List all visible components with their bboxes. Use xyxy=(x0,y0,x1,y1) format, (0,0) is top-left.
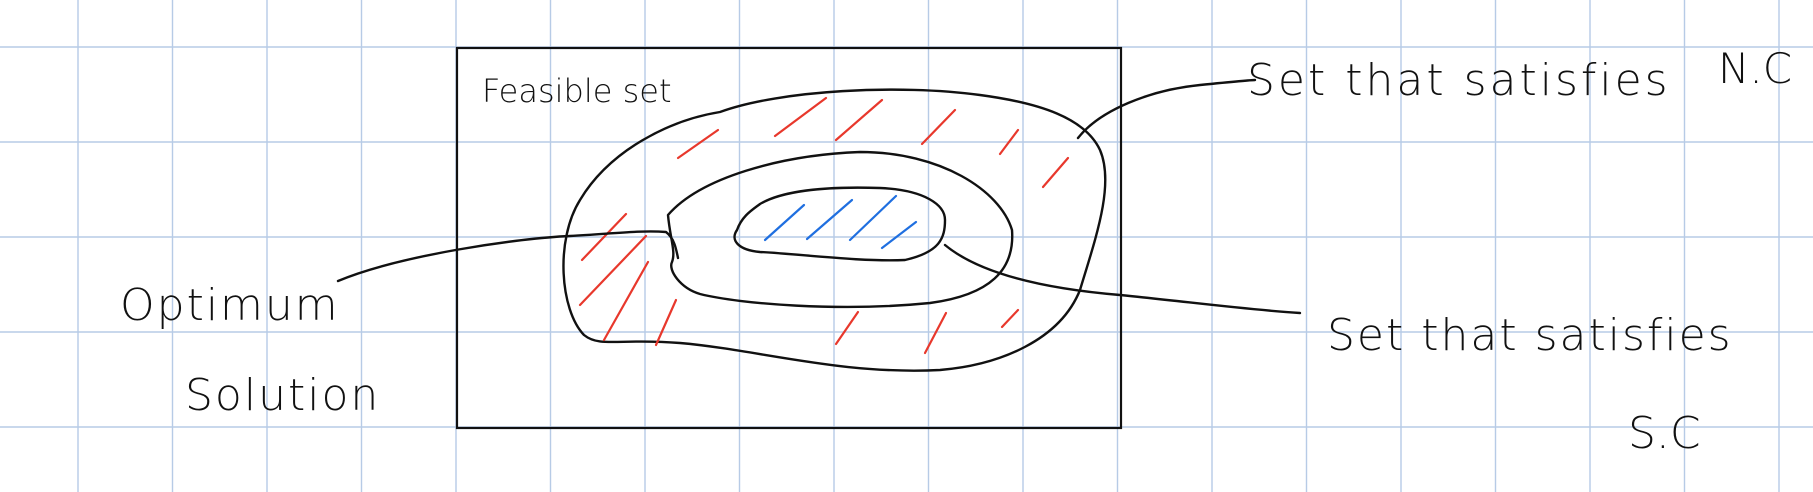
sc-set-label-line1: Set that satisfies xyxy=(1327,310,1733,361)
optimum-label-line1: Optimum xyxy=(120,280,340,331)
optimum-region-outline xyxy=(733,186,947,262)
optimum-label-line2: Solution xyxy=(185,370,380,421)
nc-set-suffix: N.C xyxy=(1718,44,1792,93)
sc-leader-line xyxy=(943,243,1302,315)
feasible-set-box xyxy=(455,46,1123,430)
sc-set-outline xyxy=(666,150,1014,309)
nc-set-label: Set that satisfies xyxy=(1247,55,1671,106)
nc-leader-line xyxy=(1076,78,1257,140)
feasible-set-label: Feasible set xyxy=(482,72,671,110)
sc-hatching xyxy=(763,194,918,250)
nc-hatching xyxy=(578,96,1070,355)
sc-set-label-line2: S.C xyxy=(1628,408,1701,459)
nc-set-outline xyxy=(562,88,1107,372)
optimum-leader-line xyxy=(336,230,680,283)
